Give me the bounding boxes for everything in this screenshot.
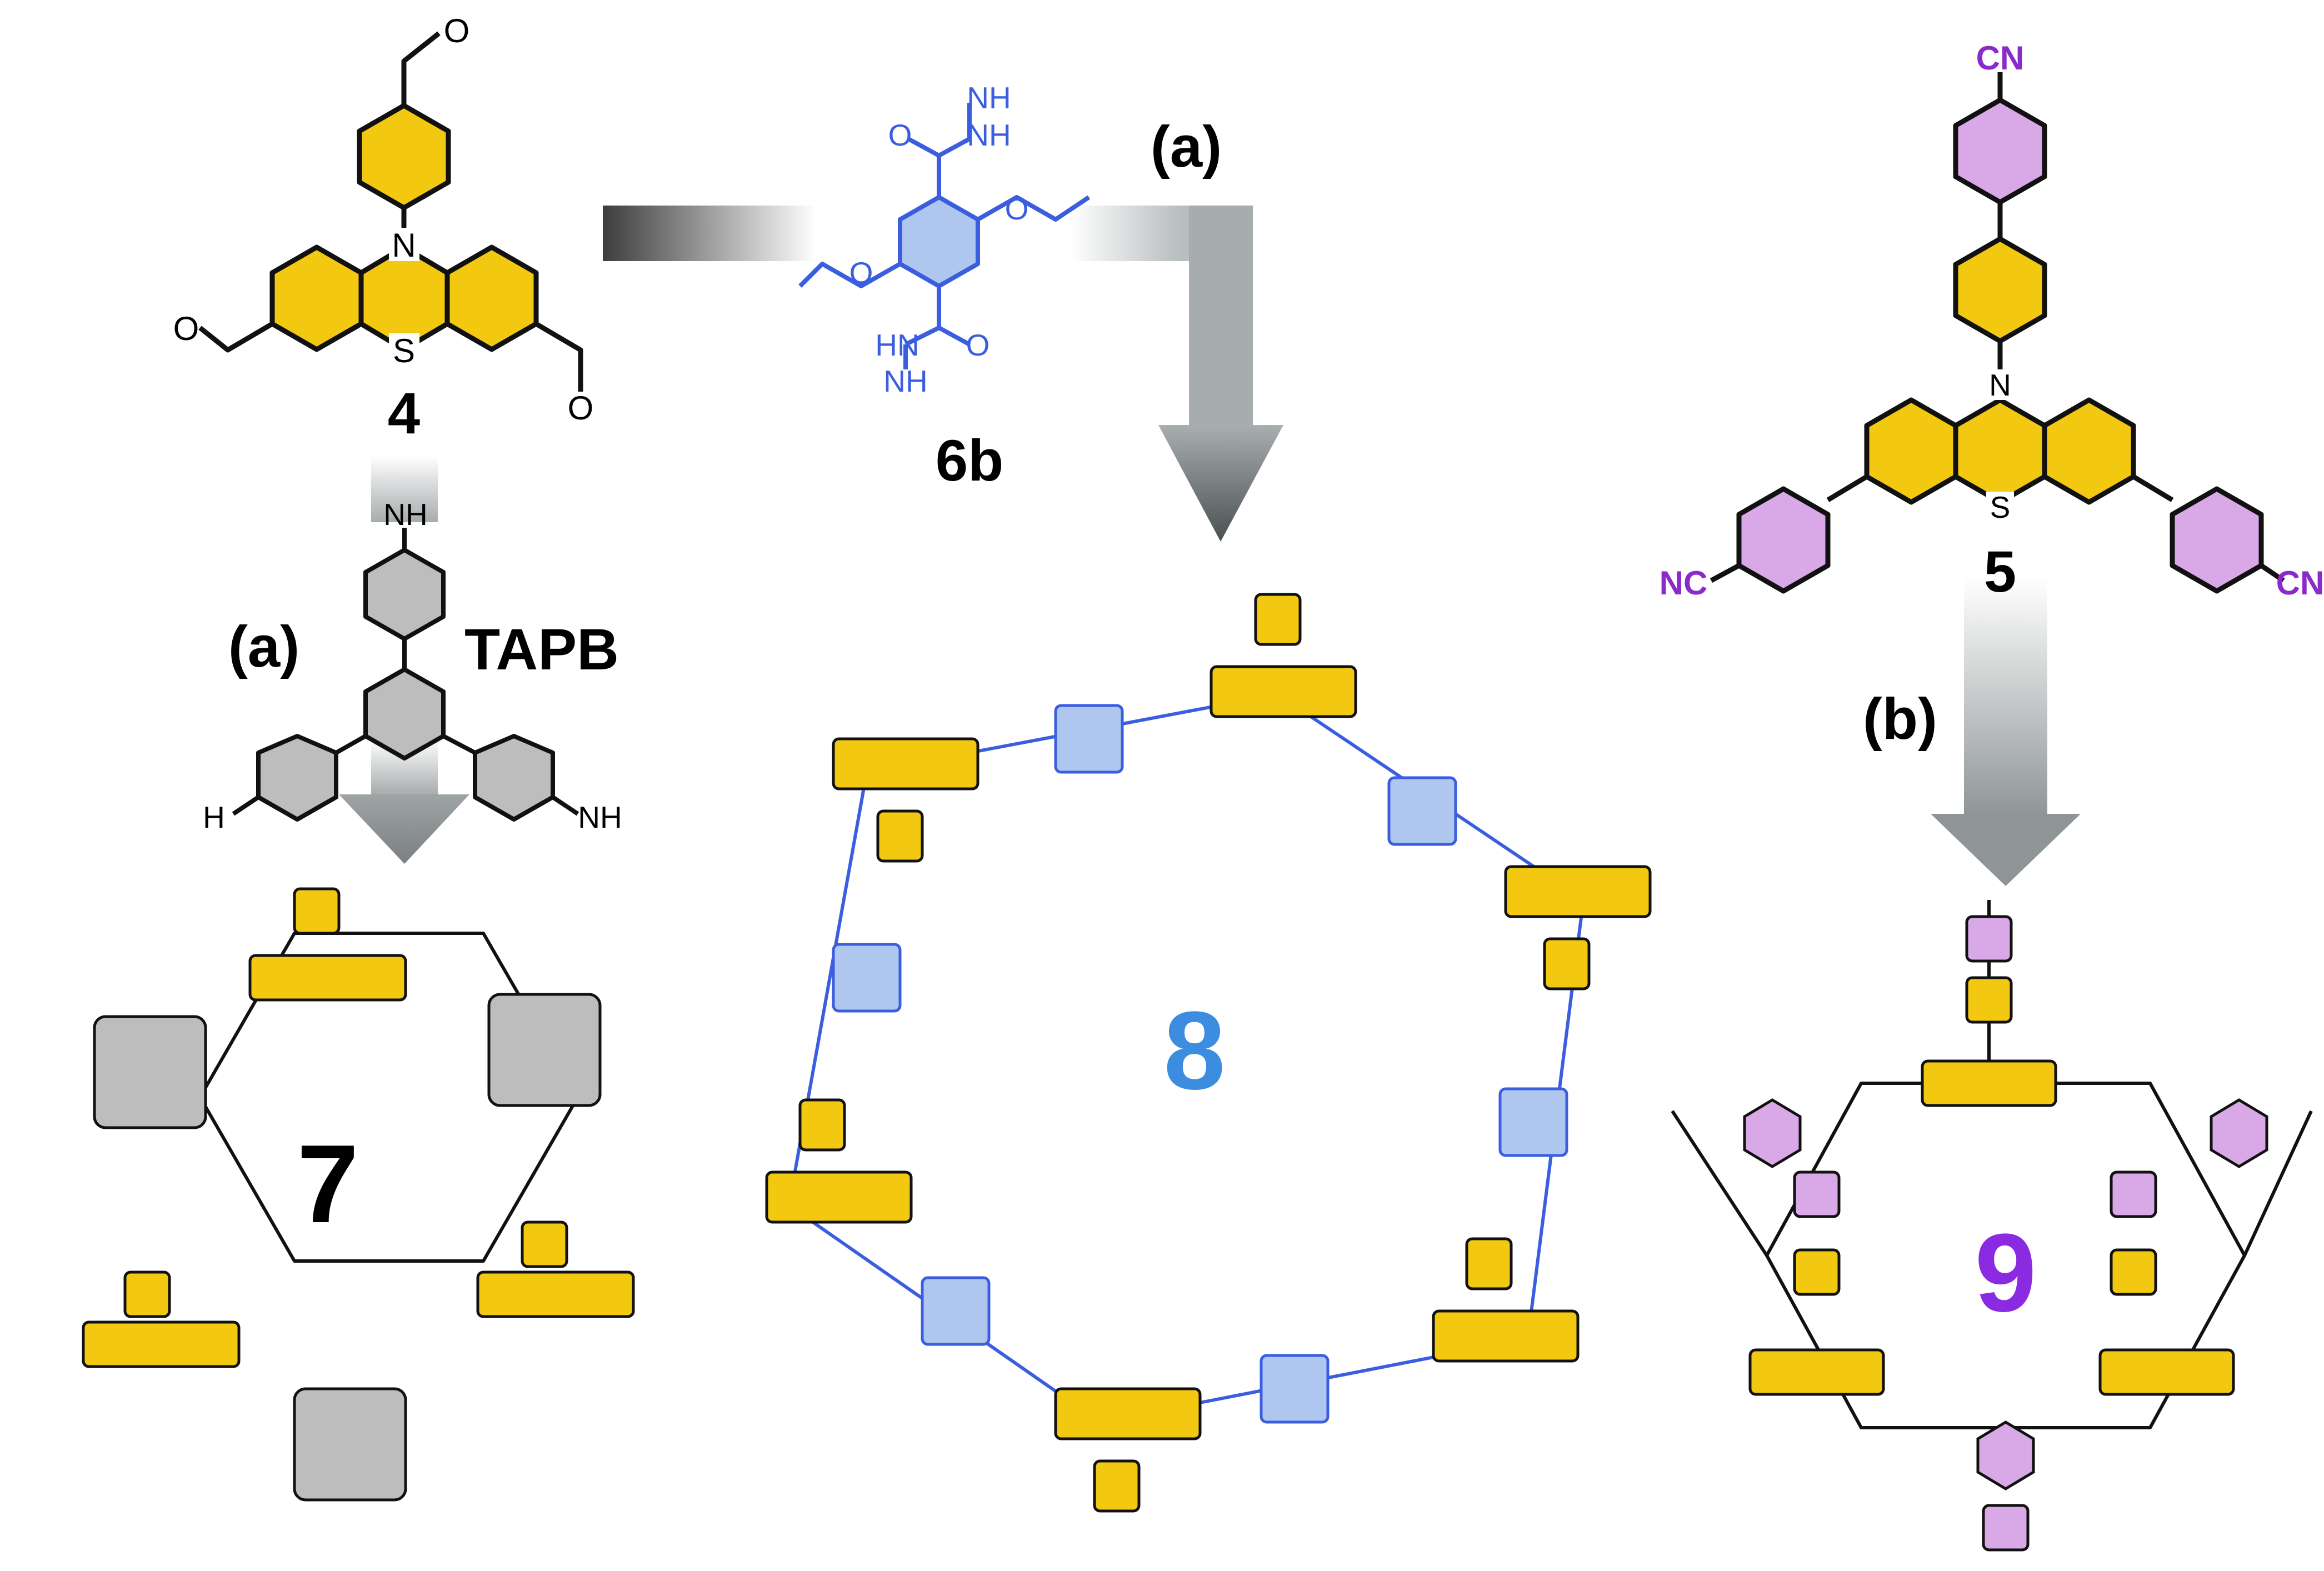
cof-8-linkers — [832, 704, 1568, 1424]
cof-7-label: 7 — [297, 1122, 358, 1246]
atom-O: O — [888, 118, 912, 152]
atom-O: O — [444, 12, 470, 49]
compound-6b-structure — [798, 103, 1091, 369]
cof-8-nodes — [765, 593, 1652, 1513]
tapb-structure — [232, 528, 579, 822]
cof-8-label: 8 — [1163, 989, 1225, 1113]
atom-O: O — [849, 256, 873, 290]
atom-HN: HN — [875, 328, 919, 362]
cof-9-label: 9 — [1975, 1211, 2036, 1335]
atom-H2N: H — [203, 800, 225, 834]
compound-5-structure — [1710, 72, 2285, 594]
atom-N: N — [1989, 368, 2011, 402]
arrow-left-vertical — [339, 456, 469, 864]
atom-O: O — [568, 389, 594, 427]
compound-5-label: 5 — [1984, 539, 2016, 604]
arrow-right-vertical — [1931, 578, 2081, 886]
atom-O: O — [966, 328, 990, 362]
atom-O: O — [1005, 192, 1029, 226]
cof-9-nodes — [1743, 915, 2268, 1552]
atom-CN: CN — [2276, 564, 2324, 602]
atom-NH: NH — [967, 118, 1011, 152]
compound-4-atoms: O N S O O — [173, 12, 594, 427]
atom-NH2: NH — [578, 800, 622, 834]
atom-CN: CN — [1976, 39, 2025, 77]
compound-4-label: 4 — [388, 381, 420, 446]
atom-NH2: NH — [383, 497, 427, 532]
compound-5-atoms: CN N S NC CN — [1660, 39, 2324, 602]
atom-O: O — [173, 310, 199, 347]
compound-6b-atoms: O NH NH O O O HN NH — [849, 81, 1029, 398]
step-label-a-left: (a) — [228, 614, 299, 679]
tapb-label: TAPB — [464, 617, 619, 682]
atom-S: S — [1990, 490, 2011, 524]
atom-N: N — [392, 227, 416, 264]
atom-NC: NC — [1660, 564, 1708, 602]
step-label-a-top: (a) — [1151, 114, 1222, 179]
atom-NH2: NH — [967, 81, 1011, 115]
tapb-atoms: NH H NH — [203, 497, 622, 834]
atom-S: S — [393, 332, 415, 369]
cof-7-nodes — [82, 887, 635, 1502]
step-label-b: (b) — [1863, 687, 1937, 752]
arrow-top-horizontal — [603, 206, 1283, 542]
atom-NH2: NH — [883, 364, 927, 398]
compound-6b-label: 6b — [936, 428, 1004, 493]
